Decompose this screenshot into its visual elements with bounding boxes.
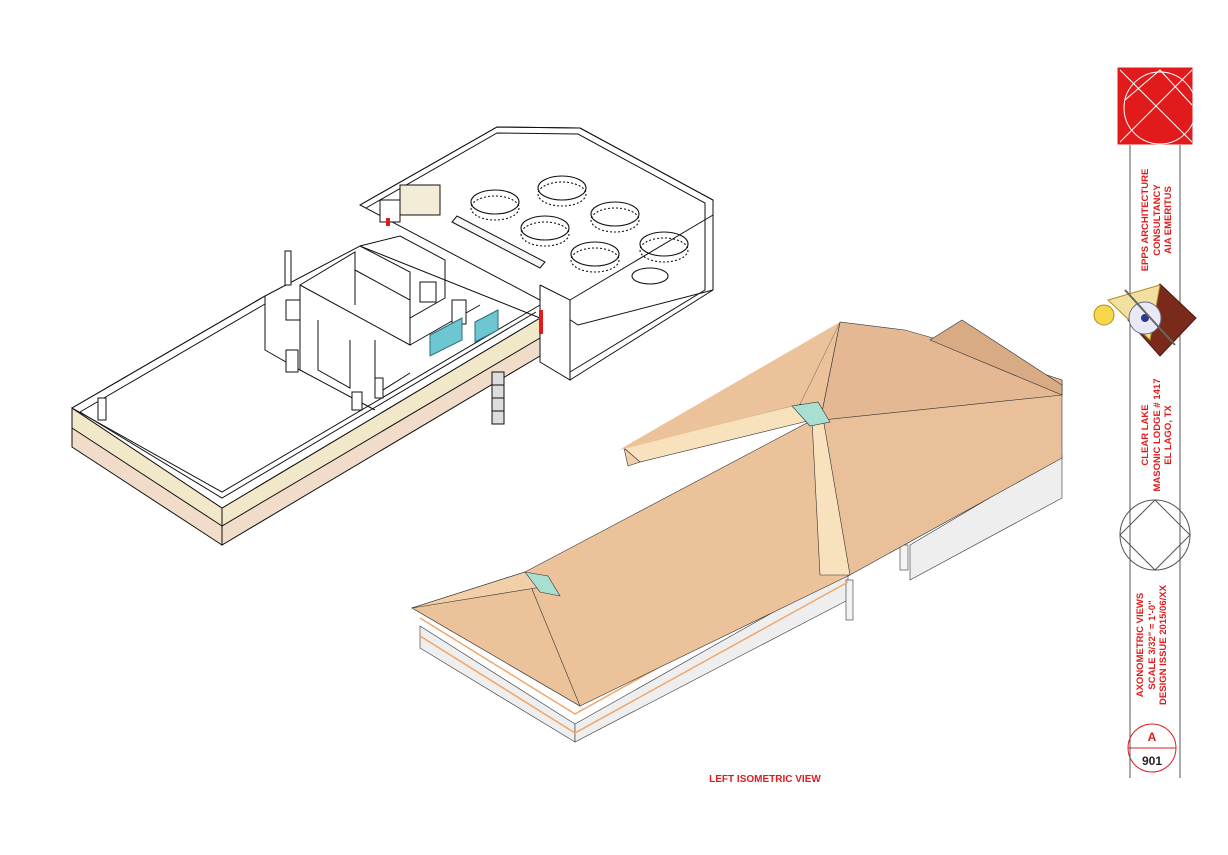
outer-wall-front <box>71 304 541 493</box>
roof-shadow <box>929 319 1063 396</box>
drawing-title-block: AXONOMETRIC VIEWS SCALE 3/32" = 1'-0" DE… <box>1135 565 1175 725</box>
view-caption: LEFT ISOMETRIC VIEW <box>709 774 821 785</box>
firm-line-1: EPPS ARCHITECTURE <box>1140 168 1151 272</box>
door-frame <box>97 397 107 421</box>
partition-lines <box>264 251 356 371</box>
sheet-letter: A <box>1147 730 1157 744</box>
seating-rings <box>470 175 689 285</box>
outer-wall-back <box>71 295 266 409</box>
drawing-line-3: DESIGN ISSUE 2015/06/XX <box>1158 585 1169 705</box>
project-line-2: MASONIC LODGE # 1417 <box>1151 378 1163 492</box>
roof-axonometric <box>411 319 1063 743</box>
drawing-line-1: AXONOMETRIC VIEWS <box>1135 592 1146 698</box>
restroom-partition <box>429 317 463 357</box>
floor-plan-axonometric <box>71 126 714 546</box>
hall-wall-top <box>359 126 714 381</box>
sheet-bubble-icon <box>1127 723 1181 778</box>
chimney-post <box>284 250 292 286</box>
sheet-number: 901 <box>1141 754 1163 768</box>
title-block <box>1093 67 1197 778</box>
project-name-block: CLEAR LAKE MASONIC LODGE # 1417 EL LAGO,… <box>1140 360 1180 510</box>
kitchen-counter <box>451 215 546 269</box>
masonic-emblem-icon <box>1093 283 1197 357</box>
ridge-vent <box>791 401 831 427</box>
drawing-line-2: SCALE 3/32" = 1'-0" <box>1146 600 1158 690</box>
project-line-3: EL LAGO, TX <box>1163 405 1174 465</box>
project-line-1: CLEAR LAKE <box>1140 404 1151 466</box>
porch-post <box>845 579 854 621</box>
firm-logo-icon <box>1117 67 1197 145</box>
diamond-symbol-icon <box>1119 499 1191 571</box>
firm-name-block: EPPS ARCHITECTURE CONSULTANCY AIA EMERIT… <box>1140 145 1180 295</box>
hall-front-wall <box>539 284 571 381</box>
firm-line-2: CONSULTANCY <box>1151 184 1163 256</box>
firm-line-3: AIA EMERITUS <box>1163 186 1174 254</box>
red-marker <box>386 218 390 226</box>
